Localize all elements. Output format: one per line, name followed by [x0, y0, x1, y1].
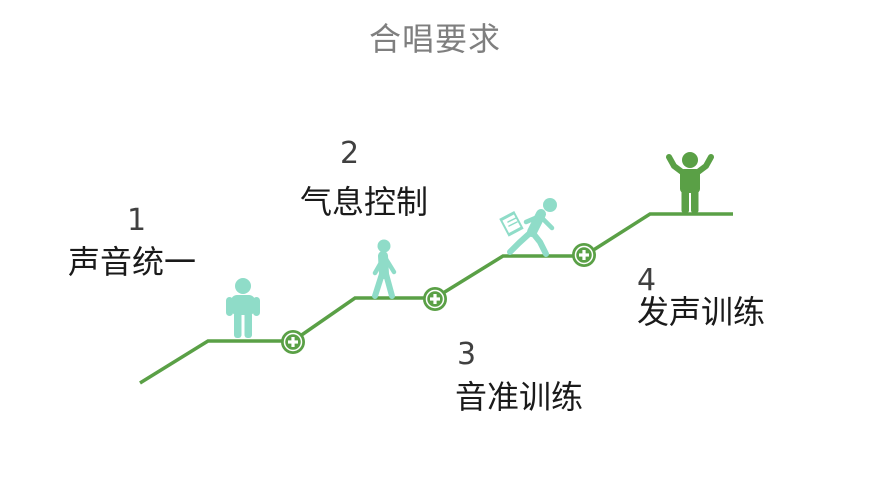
plus-circle-icon [423, 287, 447, 311]
step-number: 3 [457, 337, 477, 372]
step-label: 气息控制 [300, 183, 429, 221]
victory-person-icon [666, 152, 714, 213]
step-number: 1 [127, 203, 147, 238]
step-label: 声音统一 [68, 243, 197, 281]
plus-circle-icon [281, 330, 305, 354]
step-label: 发声训练 [637, 293, 766, 331]
step-label: 音准训练 [455, 378, 584, 416]
standing-person-icon [226, 278, 260, 338]
page-title: 合唱要求 [368, 20, 501, 58]
step-number: 2 [340, 136, 360, 171]
step-number: 4 [637, 263, 657, 298]
walking-person-icon [372, 239, 397, 299]
running-person-icon [499, 198, 557, 257]
plus-circle-icon [572, 243, 596, 267]
